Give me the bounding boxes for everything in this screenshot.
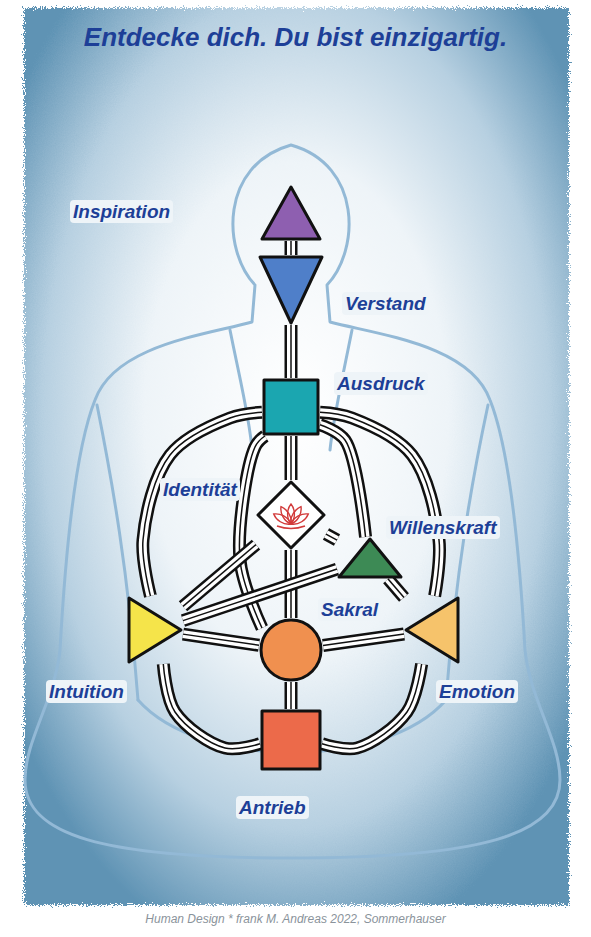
- channel-midline: [290, 325, 292, 378]
- channel-outline: [320, 412, 439, 596]
- channel-outline: [285, 325, 298, 378]
- channel-midline: [320, 412, 439, 596]
- center-shape: [259, 618, 323, 682]
- center-label: Verstand: [342, 292, 429, 315]
- channel-fill: [322, 664, 422, 749]
- channel: [320, 425, 366, 537]
- center-outline: [260, 257, 322, 323]
- channel-fill: [320, 412, 439, 596]
- channel: [291, 241, 292, 255]
- center-outline: [258, 482, 324, 548]
- channel-fill: [287, 325, 295, 378]
- solar-plexus-center: Emotion: [404, 596, 460, 664]
- channel-outline: [285, 682, 298, 709]
- channel: [320, 412, 439, 596]
- center-label: Emotion: [436, 680, 518, 703]
- channel-midline: [323, 634, 404, 645]
- root-center: Antrieb: [260, 709, 322, 771]
- channel: [388, 579, 404, 597]
- channel-fill: [287, 241, 295, 255]
- caption: Human Design * frank M. Andreas 2022, So…: [0, 912, 591, 926]
- center-outline: [264, 380, 318, 434]
- center-outline: [262, 187, 320, 239]
- center-label: Sakral: [318, 598, 381, 621]
- channel-fill: [183, 569, 337, 621]
- center-label: Intuition: [46, 680, 127, 703]
- center-outline: [129, 598, 181, 662]
- channel: [322, 664, 422, 749]
- channel: [291, 325, 292, 378]
- channel-outline: [285, 436, 298, 480]
- channel-fill: [287, 436, 295, 480]
- center-label: Ausdruck: [334, 372, 428, 395]
- spleen-center: Intuition: [127, 596, 183, 664]
- lotus-base: [277, 526, 305, 529]
- channel-fill: [163, 664, 260, 749]
- channel-midline: [183, 634, 259, 645]
- channel-outline: [320, 425, 366, 537]
- lotus-symbol: [272, 504, 310, 529]
- lotus-petal: [289, 511, 310, 527]
- center-outline: [261, 620, 321, 680]
- channel-midline: [290, 682, 292, 709]
- identity-center: Identität: [256, 480, 326, 550]
- channel: [323, 634, 404, 645]
- channel: [183, 634, 259, 645]
- channel-midline: [290, 436, 292, 480]
- channel-midline: [320, 425, 366, 537]
- channel-outline: [163, 664, 260, 749]
- center-outline: [406, 598, 458, 662]
- channel-fill: [326, 534, 337, 540]
- channel-fill: [320, 425, 366, 537]
- channel-outline: [285, 241, 298, 255]
- channel: [163, 664, 260, 749]
- channel: [326, 534, 337, 540]
- channel-outline: [326, 534, 337, 540]
- sacral-center: Sakral: [259, 618, 323, 682]
- center-label: Identität: [160, 478, 240, 501]
- channel-midline: [322, 664, 422, 749]
- watercolor-ground: [24, 8, 569, 905]
- center-shape: [260, 709, 322, 771]
- channel-outline: [183, 569, 337, 621]
- center-outline: [339, 539, 401, 577]
- channel-fill: [323, 634, 404, 645]
- channel-midline: [388, 579, 404, 597]
- center-label: Willenskraft: [386, 516, 500, 539]
- center-shape: [258, 255, 324, 325]
- channel-fill: [388, 579, 404, 597]
- channel: [291, 436, 292, 480]
- center-label: Antrieb: [236, 796, 309, 819]
- channel-outline: [322, 664, 422, 749]
- center-outline: [262, 711, 320, 769]
- channel-midline: [163, 664, 260, 749]
- channel-outline: [183, 634, 259, 645]
- channel: [183, 569, 337, 621]
- channel: [291, 682, 292, 709]
- channel-midline: [326, 534, 337, 540]
- heart-center: Willenskraft: [337, 537, 403, 579]
- body-silhouette: [25, 145, 560, 858]
- title: Entdecke dich. Du bist einzigartig.: [0, 22, 591, 53]
- center-label: Inspiration: [70, 200, 173, 223]
- channel-midline: [290, 241, 292, 255]
- center-shape: [404, 596, 460, 664]
- channel-outline: [323, 634, 404, 645]
- ajna-center: Verstand: [258, 255, 324, 325]
- throat-center: Ausdruck: [262, 378, 320, 436]
- channel-fill: [287, 682, 295, 709]
- center-shape: [337, 537, 403, 579]
- center-shape: [256, 480, 326, 550]
- center-shape: [262, 378, 320, 436]
- center-shape: [127, 596, 183, 664]
- channel-outline: [388, 579, 404, 597]
- head-center: Inspiration: [260, 185, 322, 241]
- center-shape: [260, 185, 322, 241]
- channel-fill: [183, 634, 259, 645]
- channel-midline: [183, 569, 337, 621]
